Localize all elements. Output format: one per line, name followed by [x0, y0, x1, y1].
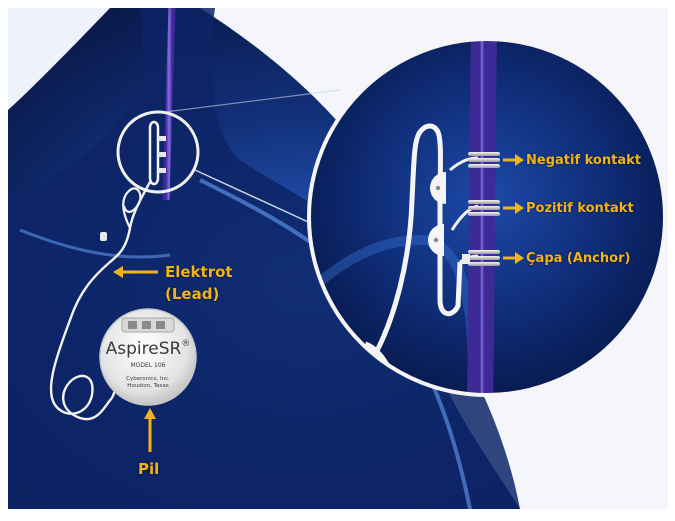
device-model: MODEL 106 — [104, 362, 192, 369]
positive-contact-coil — [468, 200, 500, 216]
small-electrode-3 — [158, 168, 166, 173]
device-brand-name: AspireSR — [106, 339, 182, 359]
negative-contact-coil — [468, 152, 500, 168]
lead-tie — [100, 232, 107, 241]
device-maker-1: Cyberonics, Inc. — [104, 376, 192, 382]
label-battery: Pil — [138, 460, 159, 479]
label-lead-line2: (Lead) — [165, 285, 219, 304]
device-brand: AspireSR® — [104, 339, 192, 359]
zoom-tab-hole-1 — [436, 186, 440, 190]
label-negative-contact: Negatif kontakt — [526, 151, 641, 170]
label-lead-line1: Elektrot — [165, 263, 233, 282]
small-electrode-2 — [158, 152, 166, 157]
small-electrode-1 — [158, 136, 166, 141]
device-maker-2: Houston, Texas — [104, 383, 192, 389]
device-header-port-2 — [142, 321, 151, 329]
zoom-vagus-nerve — [480, 20, 484, 420]
label-anchor: Çapa (Anchor) — [526, 249, 630, 268]
zoom-tab-hole-2 — [434, 238, 438, 242]
device-brand-mark: ® — [181, 339, 190, 349]
device-header-port-1 — [128, 321, 137, 329]
device-header-port-3 — [156, 321, 165, 329]
label-positive-contact: Pozitif kontakt — [526, 199, 634, 218]
